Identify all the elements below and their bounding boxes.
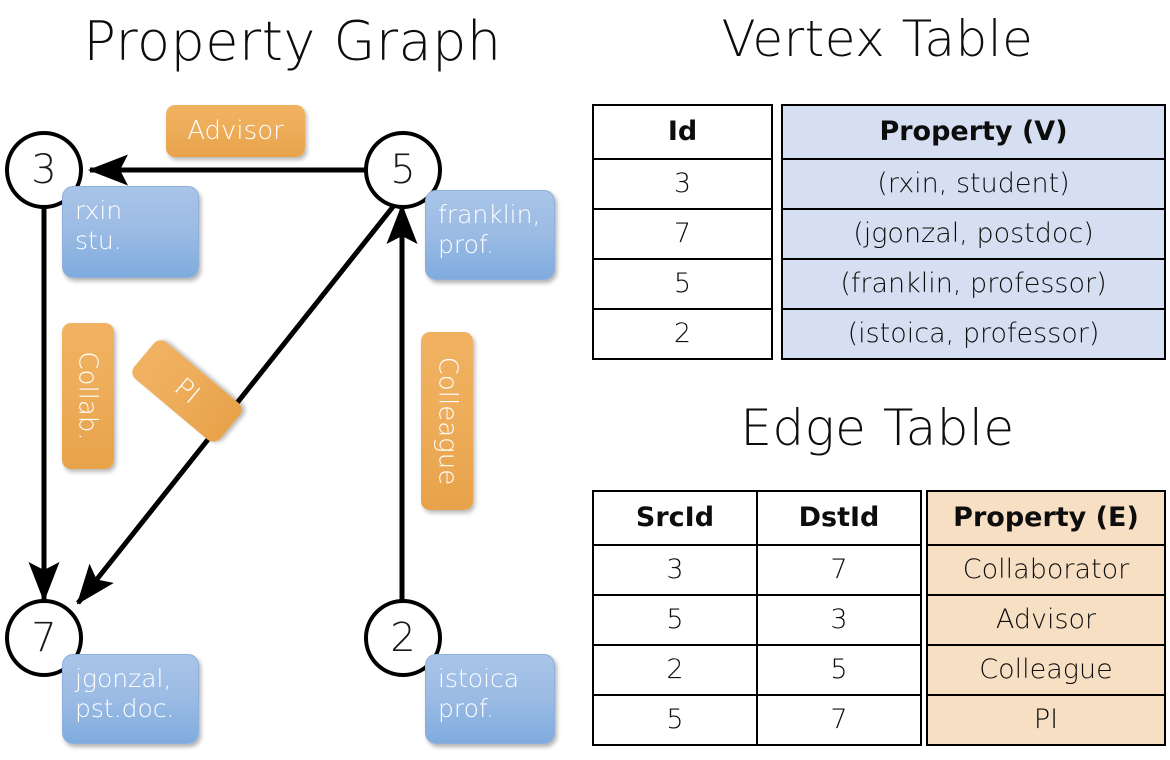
vertex-node-7-label: 7 [31,615,57,661]
table-row[interactable]: (jgonzal, postdoc) [781,208,1166,260]
page-title-edge-table: Edge Table [740,399,1015,457]
vertex-table-id-column: Id 3 7 5 2 [592,104,773,360]
vertex-2-property-line1: istoica [438,664,520,693]
edge-label-advisor-text: Advisor [187,116,284,146]
edge-label-collab: Collab. [62,323,114,469]
vertex-table-cell-property: (jgonzal, postdoc) [781,208,1166,260]
edge-table-cell-srcid: 2 [592,644,758,696]
edge-table-header-dstid: DstId [755,490,923,546]
vertex-5-property-line1: franklin, [438,200,541,229]
edge-table-cell-property: Colleague [926,644,1166,696]
vertex-table-cell-property: (rxin, student) [781,158,1166,210]
vertex-7-property-line1: jgonzal, [75,664,172,693]
vertex-table-cell-id: 5 [592,258,773,310]
edge-table-cell-srcid: 5 [592,694,758,746]
edge-label-colleague-text: Colleague [432,356,463,486]
table-header-row: Property (E) [926,490,1166,546]
edge-table-header-property: Property (E) [926,490,1166,546]
table-row[interactable]: 5 3 [592,594,923,646]
edge-table-cell-property: Collaborator [926,544,1166,596]
edge-table-cell-dstid: 7 [755,694,923,746]
vertex-2-property-line2: prof. [438,693,494,723]
vertex-table-cell-id: 7 [592,208,773,260]
table-row[interactable]: 3 [592,158,773,210]
vertex-3-property-line1: rxin [75,196,123,225]
vertex-table-header-id: Id [592,104,773,160]
edge-table-id-columns: SrcId DstId 3 7 5 3 2 5 5 7 [592,490,923,746]
edge-table-cell-srcid: 3 [592,544,758,596]
table-row[interactable]: (rxin, student) [781,158,1166,210]
edge-table-header-srcid: SrcId [592,490,758,546]
vertex-node-2-label: 2 [390,615,416,661]
vertex-3-property-box: rxin stu. [62,186,199,278]
edge-table-cell-dstid: 3 [755,594,923,646]
table-row[interactable]: 5 [592,258,773,310]
vertex-5-property-box: franklin, prof. [425,190,555,280]
table-row[interactable]: 2 [592,308,773,360]
table-row[interactable]: 3 7 [592,544,923,596]
table-row[interactable]: 7 [592,208,773,260]
page-title-vertex-table: Vertex Table [721,10,1034,68]
table-row[interactable]: PI [926,694,1166,746]
edge-label-advisor: Advisor [166,105,305,157]
vertex-7-property-box: jgonzal, pst.doc. [62,654,199,744]
table-row[interactable]: Advisor [926,594,1166,646]
vertex-table-cell-property: (istoica, professor) [781,308,1166,360]
table-row[interactable]: Collaborator [926,544,1166,596]
edge-label-colleague: Colleague [421,332,473,510]
table-row[interactable]: (istoica, professor) [781,308,1166,360]
vertex-node-3-label: 3 [31,147,57,193]
table-header-row: Property (V) [781,104,1166,160]
edge-table-property-column: Property (E) Collaborator Advisor Collea… [926,490,1166,746]
vertex-7-property-line2: pst.doc. [75,693,175,723]
edge-table-cell-srcid: 5 [592,594,758,646]
edge-label-pi-text: PI [168,372,206,411]
edge-table-cell-dstid: 7 [755,544,923,596]
edge-table-cell-property: PI [926,694,1166,746]
table-header-row: Id [592,104,773,160]
vertex-3-property-line2: stu. [75,225,122,255]
page-title-property-graph: Property Graph [83,10,502,73]
vertex-node-2[interactable]: 2 [364,599,442,677]
vertex-table-property-column: Property (V) (rxin, student) (jgonzal, p… [781,104,1166,360]
edge-table-cell-dstid: 5 [755,644,923,696]
vertex-table-cell-id: 2 [592,308,773,360]
vertex-table-cell-property: (franklin, professor) [781,258,1166,310]
table-row[interactable]: 5 7 [592,694,923,746]
property-graph-diagram: 3 5 7 2 rxin stu. franklin, prof. jgonza… [5,105,555,744]
table-row[interactable]: (franklin, professor) [781,258,1166,310]
vertex-5-property-line2: prof. [438,229,494,259]
vertex-table-cell-id: 3 [592,158,773,210]
edge-label-collab-text: Collab. [73,351,103,441]
table-row[interactable]: 2 5 [592,644,923,696]
table-header-row: SrcId DstId [592,490,923,546]
edge-table-cell-property: Advisor [926,594,1166,646]
vertex-2-property-box: istoica prof. [425,654,555,744]
vertex-table-header-property: Property (V) [781,104,1166,160]
vertex-node-5-label: 5 [390,147,416,193]
table-row[interactable]: Colleague [926,644,1166,696]
